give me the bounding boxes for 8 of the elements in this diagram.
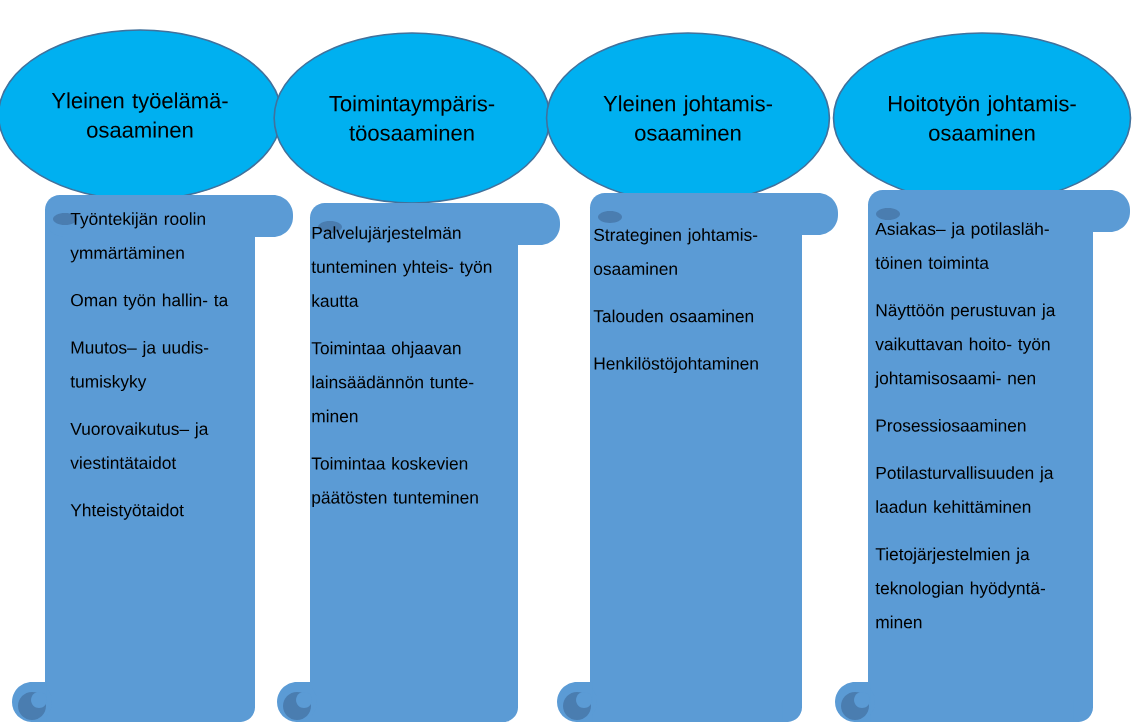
- ellipse-heading: Toimintaympäris- töosaaminen: [273, 32, 551, 204]
- ellipse-heading: Yleinen työelämä- osaaminen: [0, 29, 283, 201]
- scroll-banner: Työntekijän roolin ymmärtäminen Oman työn hallin- ta Muutos– ja uudis- tumiskyky Vuorovaikutus– ja viestintätaidot Yhteistyötaidot: [12, 195, 293, 722]
- scroll-banner: Asiakas– ja potilasläh- töinen toiminta Näyttöön perustuvan ja vaikuttavan hoito- työn johtamisosaami- nen Prosessiosaaminen Potilasturvallisuuden ja laadun kehittäminen Tietojärjestelmien ja teknologian hyödyntä- minen: [835, 190, 1130, 722]
- ellipse-heading: Hoitotyön johtamis- osaaminen: [832, 32, 1132, 204]
- ellipse-heading: Yleinen johtamis- osaaminen: [545, 32, 831, 204]
- scroll-banner: Strateginen johtamis- osaaminen Talouden osaaminen Henkilöstöjohtaminen: [557, 193, 838, 722]
- scroll-banner: Palvelujärjestelmän tunteminen yhteis- työn kautta Toimintaa ohjaavan lainsäädännön tunte- minen Toimintaa koskevien päätösten tunteminen: [277, 203, 560, 722]
